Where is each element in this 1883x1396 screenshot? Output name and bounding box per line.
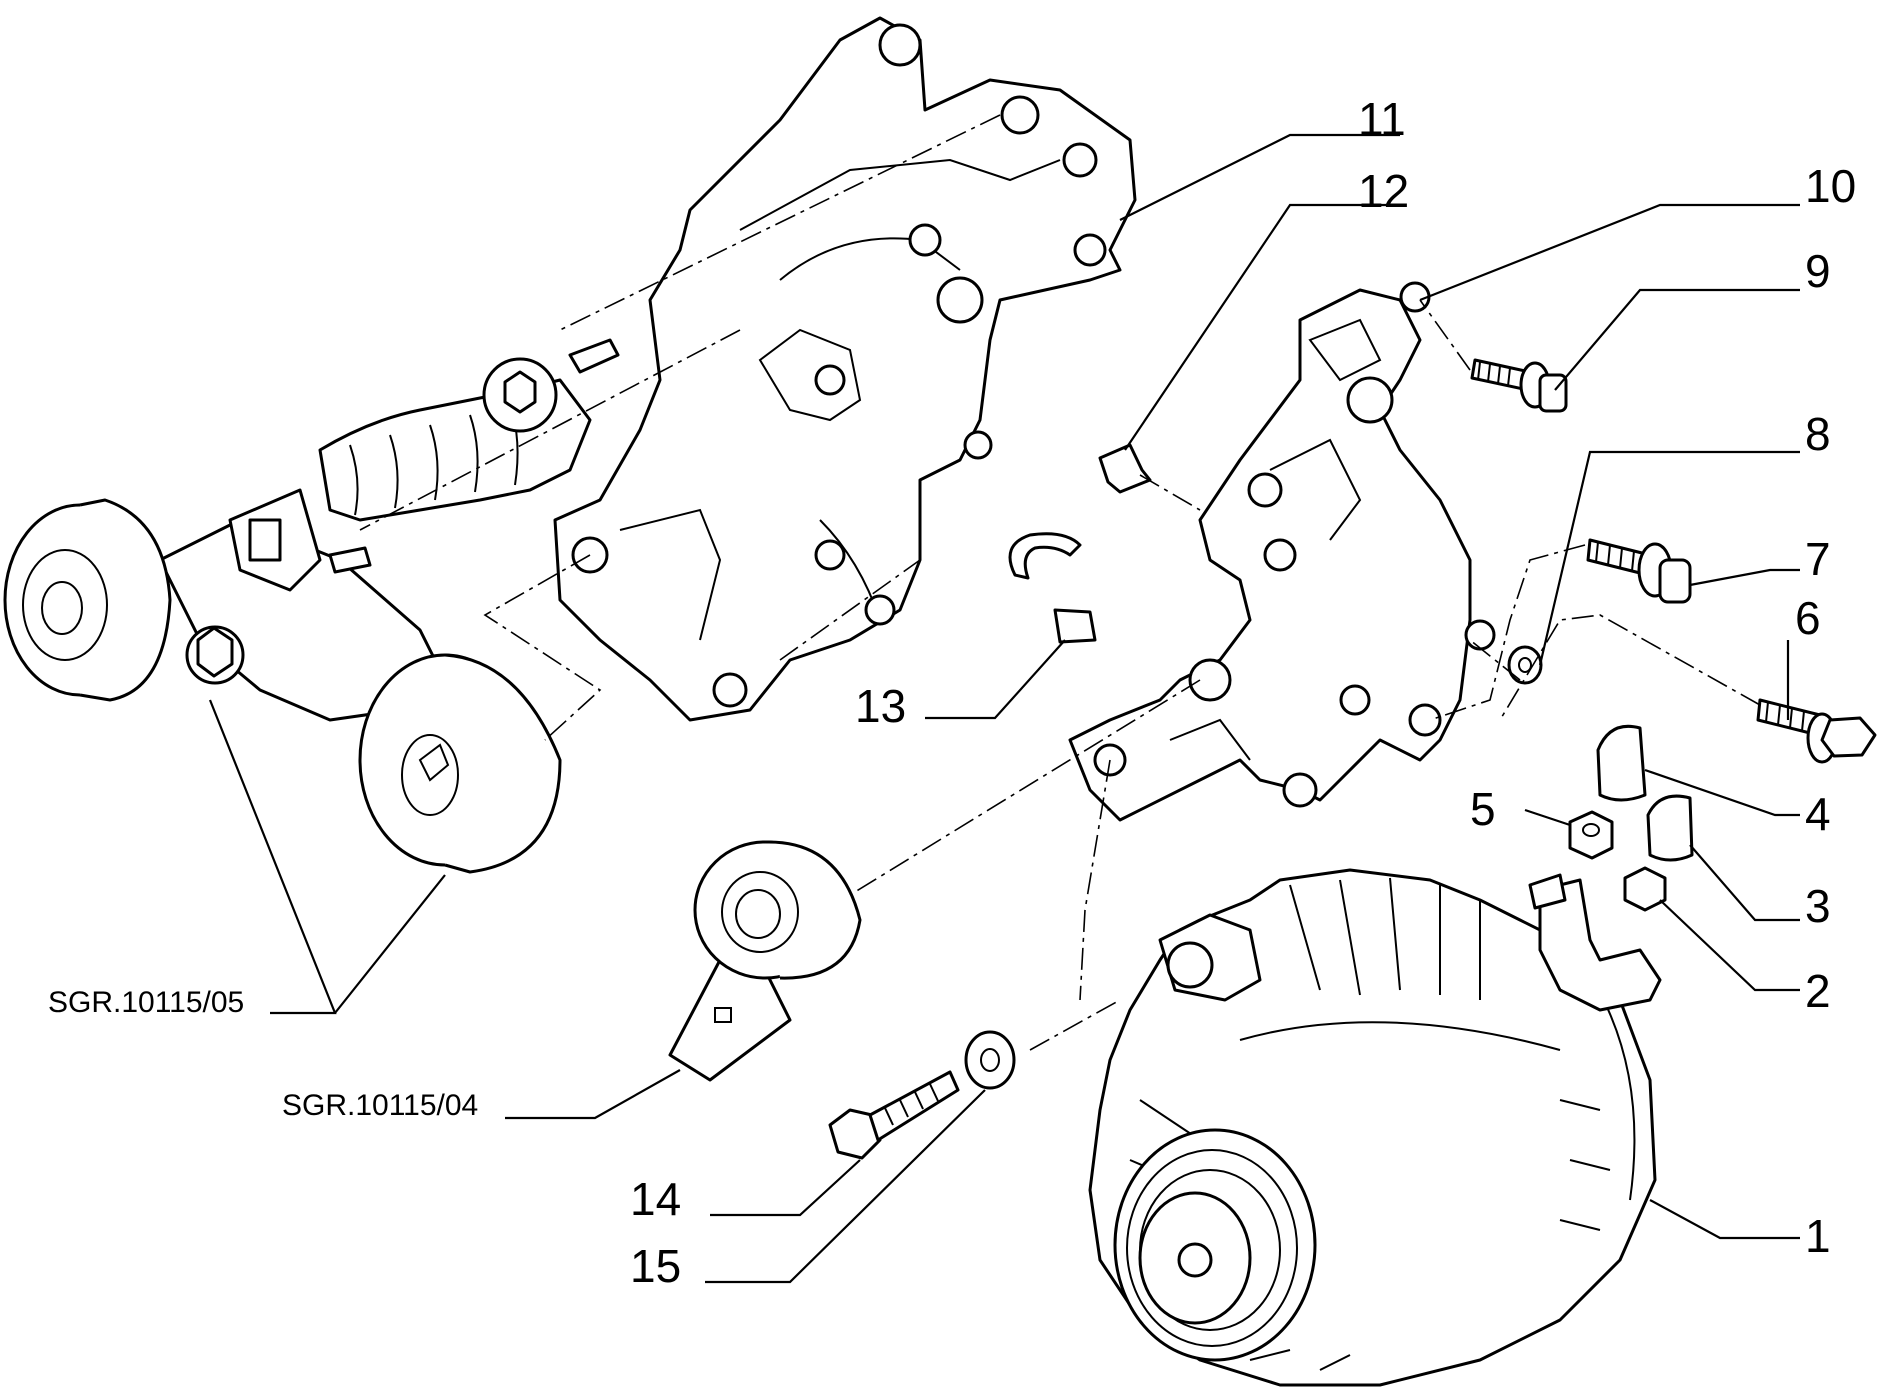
callout-10: 10 xyxy=(1805,160,1856,212)
leader-lines xyxy=(208,133,1800,1284)
callout-15: 15 xyxy=(630,1240,681,1292)
bolt-9-icon xyxy=(1470,358,1568,413)
callout-11: 11 xyxy=(1358,93,1406,145)
assembly-axes xyxy=(359,114,1761,1051)
leader-12 xyxy=(1124,203,1400,451)
callout-13: 13 xyxy=(855,680,906,732)
lower-pulley-arm-icon xyxy=(668,840,862,1082)
washer-8-icon xyxy=(1507,645,1543,685)
leader-11 xyxy=(1119,133,1400,221)
callout-1: 1 xyxy=(1805,1210,1831,1262)
leader-1 xyxy=(1649,1199,1800,1240)
leader-10 xyxy=(1419,203,1800,302)
leader-7 xyxy=(1689,568,1800,587)
leader-4 xyxy=(1644,768,1800,817)
cap-4-icon xyxy=(1596,724,1647,802)
callout-8: 8 xyxy=(1805,408,1831,460)
callout-2: 2 xyxy=(1805,965,1831,1017)
leader-5 xyxy=(1524,808,1571,827)
callout-5: 5 xyxy=(1470,783,1496,835)
callout-6: 6 xyxy=(1795,592,1821,644)
idler-pulley-icon xyxy=(358,653,562,874)
callout-3: 3 xyxy=(1805,880,1831,932)
callout-9: 9 xyxy=(1805,245,1831,297)
cap-3-icon xyxy=(1646,794,1694,862)
upper-bracket-icon xyxy=(553,16,1137,722)
callout-7: 7 xyxy=(1805,533,1831,585)
leader-9 xyxy=(1554,288,1800,391)
alternator-icon xyxy=(1088,868,1662,1387)
callout-12: 12 xyxy=(1358,165,1409,217)
ref-sgr-10115-05: SGR.10115/05 xyxy=(48,986,244,1019)
bolt-6-icon xyxy=(1756,698,1877,764)
callout-4: 4 xyxy=(1805,788,1831,840)
leader-8 xyxy=(1538,450,1800,666)
ref-sgr-10115-04: SGR.10115/04 xyxy=(282,1089,478,1122)
callout-labels: 1 2 3 4 5 6 7 8 9 10 11 12 13 14 15 xyxy=(630,93,1856,1292)
reference-labels: SGR.10115/05 SGR.10115/04 xyxy=(48,986,478,1122)
leader-sgr-04 xyxy=(505,1069,681,1120)
leader-sgr-05 xyxy=(208,699,446,1015)
washer-15-icon xyxy=(964,1030,1016,1090)
bolt-7-icon xyxy=(1586,538,1692,604)
leader-14 xyxy=(710,1159,861,1217)
leader-13 xyxy=(925,639,1066,720)
spacer-12-icon xyxy=(1098,443,1152,494)
nut-2-icon xyxy=(1623,866,1667,912)
leader-2 xyxy=(1659,899,1800,992)
leader-15 xyxy=(705,1089,986,1284)
callout-14: 14 xyxy=(630,1173,681,1225)
leader-3 xyxy=(1689,844,1800,922)
belt-tensioner-icon xyxy=(3,338,620,722)
nut-5-icon xyxy=(1568,810,1614,860)
clip-13-icon xyxy=(1008,532,1097,644)
bolt-14-icon xyxy=(828,1070,960,1160)
alternator-bracket-icon xyxy=(1068,281,1496,822)
